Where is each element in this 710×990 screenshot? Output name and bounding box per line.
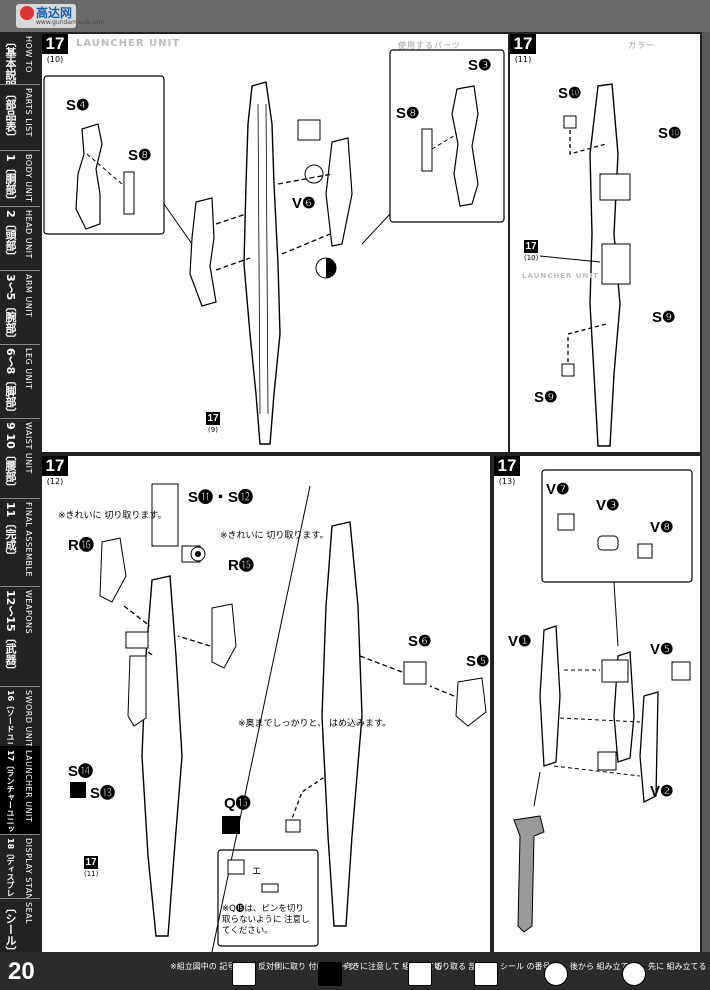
part-label-s11-s12: S⓫・S⓬ [188, 489, 254, 506]
part-label-r15: R⓯ [228, 557, 254, 574]
sidebar-tab-leg-unit[interactable]: 6〜8〔脚部〕LEG UNIT [0, 344, 40, 419]
logo-subtext: www.gundam-sub.com [36, 19, 105, 26]
step-ref-sub: (9) [208, 426, 218, 434]
ghost-ref-label: LAUNCHER UNIT [522, 272, 599, 280]
sidebar-tab-parts-list[interactable]: 〔部品表〕PARTS LIST [0, 84, 40, 151]
step-17-11-diagram [539, 83, 631, 447]
part-label-v7: V❼ [546, 481, 570, 498]
part-label-s3: S❸ [468, 57, 492, 74]
ghost-parts-text: 使用するパーツ [398, 41, 461, 50]
part-label-s8-box: S❽ [396, 105, 420, 122]
cut-icon [408, 962, 432, 986]
page-header [0, 0, 710, 32]
chapter-sidebar: 〔基本説明〕HOW TO 〔部品表〕PARTS LIST 1〔胴部〕BODY U… [0, 32, 40, 953]
step-number: 17 [510, 34, 536, 54]
part-label-s14: S⓮ [68, 763, 94, 780]
step-number: 17 [42, 34, 68, 54]
sidebar-tab-display-stand[interactable]: 18〔ディスプレイスタンド〕DISPLAY STAND [0, 834, 40, 899]
sidebar-tab-launcher-unit[interactable]: 17〔ランチャーユニット〕LAUNCHER UNIT [0, 746, 40, 835]
part-label-s13: S⓭ [90, 785, 116, 802]
step-number: 17 [42, 456, 68, 476]
step-17-13-diagram [513, 469, 693, 933]
step-ref-badge: 17 [206, 412, 220, 425]
sidebar-tab-final-assemble[interactable]: 11〔完成〕FINAL ASSEMBLE [0, 498, 40, 587]
step-ref-sub: (11) [84, 870, 99, 878]
sidebar-tab-weapons[interactable]: 12〜15〔武器〕WEAPONS [0, 586, 40, 687]
step-17-10-diagram [43, 49, 505, 445]
ghost-title: LAUNCHER UNIT [76, 38, 181, 49]
part-label-s4: S❹ [66, 97, 90, 114]
tool-label-e: エ [252, 867, 262, 877]
step-ref-badge: 17 [84, 856, 98, 869]
sidebar-tab-arm-unit[interactable]: 3〜5〔腕部〕ARM UNIT [0, 270, 40, 345]
part-label-v3: V❸ [596, 497, 620, 514]
part-label-s10-a: S❿ [558, 85, 582, 102]
part-label-v6: V❻ [292, 195, 316, 212]
part-label-s9-a: S❾ [652, 309, 676, 326]
step-panel-17-12: 17 (12) S⓫・S⓬ ※きれいに 切り取ります。 R⓰ ※きれ [40, 454, 492, 954]
legend-caution-text: 向きに注意して 組み立てる [344, 962, 443, 971]
note-cut-cleanly-2: ※きれいに 切り取ります。 [220, 531, 329, 541]
sidebar-tab-seal[interactable]: 〔シール〕SEAL [0, 898, 40, 953]
note-press-firmly: ※奥までしっかりと、 はめ込みます。 [238, 719, 392, 729]
ghost-text: カラー [628, 41, 655, 50]
step-sub: (11) [514, 55, 532, 64]
part-label-v1: V❶ [508, 633, 532, 650]
sidebar-tab-waist-unit[interactable]: 9 10〔腰部〕WAIST UNIT [0, 418, 40, 499]
part-label-s6: S❻ [408, 633, 432, 650]
part-label-v8: V❽ [650, 519, 674, 536]
sidebar-tab-sword-unit[interactable]: 16〔ソードユニット〕SWORD UNIT [0, 686, 40, 747]
sidebar-tab-head-unit[interactable]: 2〔頭部〕HEAD UNIT [0, 206, 40, 271]
part-label-r16: R⓰ [68, 537, 94, 554]
part-label-s9-b: S❾ [534, 389, 558, 406]
step-17-12-diagram [70, 483, 487, 952]
part-label-v5: V❺ [650, 641, 674, 658]
part-label-s5: S❺ [466, 653, 490, 670]
legend-cut-text: 切り取る 部分 [434, 962, 485, 971]
flip-icon [232, 962, 256, 986]
part-label-s8: S❽ [128, 147, 152, 164]
page-number: 20 [8, 958, 35, 985]
step-ref-badge: 17 [524, 240, 538, 253]
legend-rear-text: 後から 組み立てる [570, 962, 637, 971]
part-label-q15: Q⓯ [224, 795, 251, 812]
step-panel-17-11: 17 (11) カラー S❿ S❿ S❾ S❾ 17 (10) LAUNCHER… [508, 32, 702, 454]
step-panel-17-10: 17 (10) LAUNCHER UNIT 使用するパーツ [40, 32, 510, 454]
page-footer [0, 952, 710, 990]
part-label-v2: V❷ [650, 783, 674, 800]
logo-icon [20, 6, 34, 20]
sidebar-tab-how-to[interactable]: 〔基本説明〕HOW TO [0, 32, 40, 85]
first-icon [622, 962, 646, 986]
part-label-s10-b: S❿ [658, 125, 682, 142]
note-pin-warning: ※Q⓯は、ピンを切り 取らないように 注意してください。 [222, 904, 310, 936]
step-ref-sub: (10) [524, 254, 539, 262]
seal-icon [474, 962, 498, 986]
rear-icon [544, 962, 568, 986]
caution-icon [318, 962, 342, 986]
step-sub: (13) [498, 477, 516, 486]
step-panel-17-13: 17 (13) V❼ V❸ V❽ V❶ V❺ V❷ [492, 454, 702, 954]
logo-text: 高达网 [36, 6, 73, 20]
step-sub: (10) [46, 55, 64, 64]
legend-first-text: 先に 組み立てる [648, 962, 707, 971]
note-cut-cleanly-1: ※きれいに 切り取ります。 [58, 511, 167, 521]
legend-flip-text: 反対側に取り 付けるパーツ [258, 962, 357, 971]
legend-title: ※組立図中の 記号説明 [170, 962, 252, 971]
step-number: 17 [494, 456, 520, 476]
sidebar-tab-body-unit[interactable]: 1〔胴部〕BODY UNIT [0, 150, 40, 207]
step-sub: (12) [46, 477, 64, 486]
legend-seal-text: シール の番号 [500, 962, 551, 971]
